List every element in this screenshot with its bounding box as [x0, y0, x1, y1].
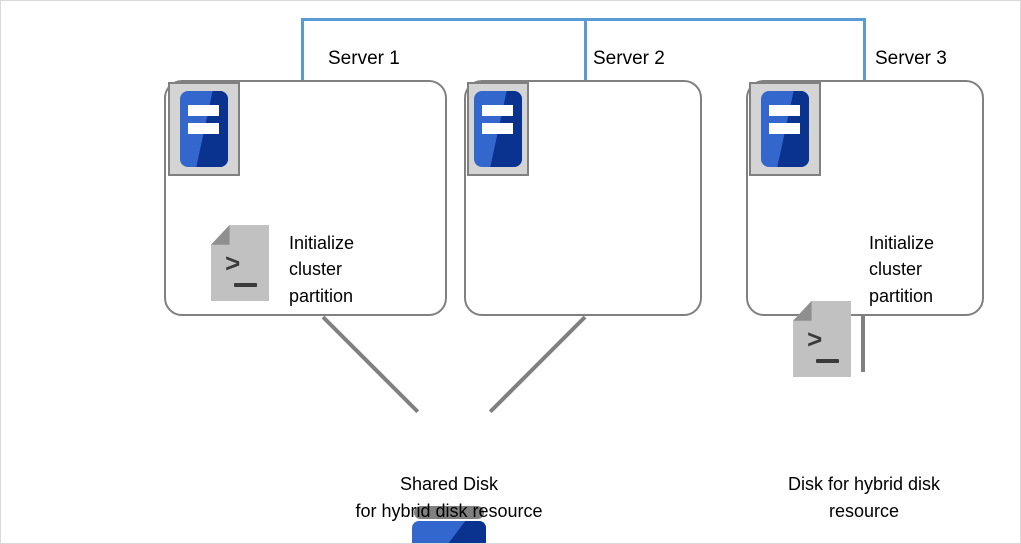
cluster-bracket-top-rail — [301, 18, 866, 21]
server-icon-bar-bottom — [482, 123, 513, 134]
script-file-prompt-glyph: > — [806, 326, 823, 357]
script-file-fold — [793, 301, 812, 321]
script-file-icon-1: > — [211, 225, 269, 301]
script-file-prompt-glyph: > — [224, 250, 241, 281]
cluster-bracket-drop-server1 — [301, 18, 304, 80]
shared-disk-icon — [412, 506, 486, 543]
server-task-text-1: Initialize cluster partition — [289, 233, 355, 306]
server-icon-bar-bottom — [188, 123, 219, 134]
server-icon-1 — [168, 82, 240, 176]
server-label-2: Server 2 — [593, 48, 665, 69]
shared-disk-caption: Shared Disk for hybrid disk resource — [355, 474, 543, 521]
cluster-bracket-drop-server3 — [863, 18, 866, 80]
cluster-bracket-drop-server2 — [584, 18, 587, 80]
server-icon-3 — [749, 82, 821, 176]
script-file-fold — [211, 225, 230, 245]
server-icon-bar-top — [188, 105, 219, 116]
server-icon-bar-top — [482, 105, 513, 116]
hybrid-disk-caption: Disk for hybrid disk resource — [787, 474, 941, 521]
connector-server1-to-shared-disk — [321, 315, 420, 414]
disk-bar-top — [414, 506, 484, 519]
server-icon-body — [474, 91, 522, 167]
server-icon-2 — [467, 82, 529, 176]
server-icon-body — [180, 91, 228, 167]
server-task-text-3: Initialize cluster partition — [869, 233, 935, 306]
connector-server2-to-shared-disk — [488, 315, 587, 414]
server-label-3: Server 3 — [875, 48, 947, 69]
script-file-icon-3: > — [793, 301, 851, 377]
server-box-2 — [464, 80, 702, 316]
disk-platter-top — [412, 521, 486, 543]
script-file-cursor-glyph — [234, 282, 258, 287]
connector-server3-to-hybrid-disk — [861, 314, 865, 372]
server-icon-body — [761, 91, 809, 167]
server-icon-bar-bottom — [769, 123, 800, 134]
script-file-cursor-glyph — [816, 358, 840, 363]
server-icon-bar-top — [769, 105, 800, 116]
server-label-1: Server 1 — [328, 48, 400, 69]
